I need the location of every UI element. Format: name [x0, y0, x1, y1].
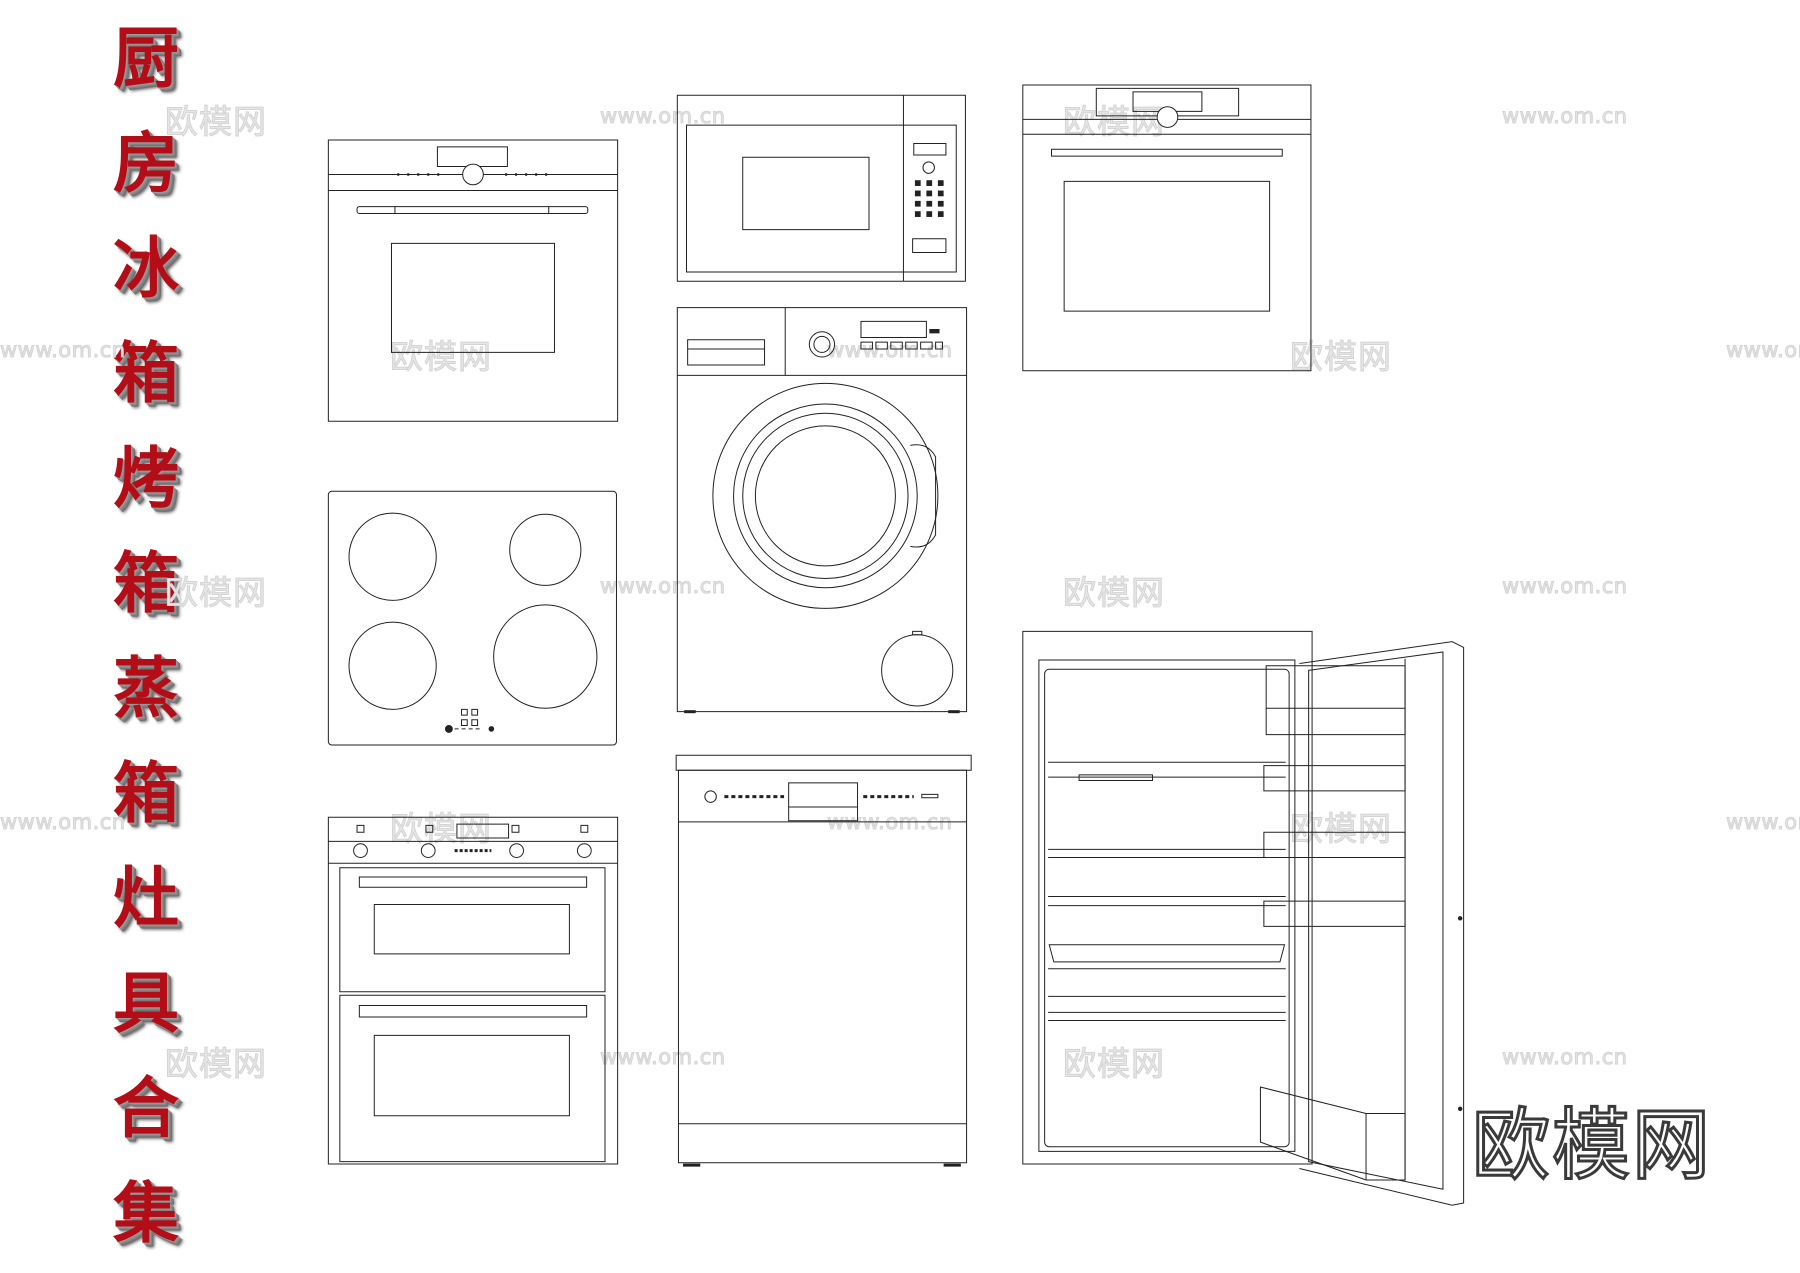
built-in-microwave	[677, 95, 965, 281]
front-load-washing-machine	[677, 308, 966, 712]
dishwasher	[676, 755, 971, 1165]
title-char-9: 灶	[113, 859, 179, 937]
title-char-7: 蒸	[113, 649, 179, 727]
brand-logo: 欧模网	[1470, 1100, 1713, 1193]
title-char-8: 箱	[113, 754, 179, 832]
vertical-title: 厨 房 冰 箱 烤 箱 蒸 箱 灶 具 合 集	[104, 6, 188, 1271]
title-char-12: 集	[113, 1174, 179, 1252]
built-in-oven-top-left	[328, 140, 617, 421]
title-char-10: 具	[113, 964, 179, 1042]
title-char-4: 箱	[113, 334, 179, 412]
title-char-5: 烤	[113, 439, 179, 517]
title-char-2: 房	[113, 124, 179, 202]
title-char-3: 冰	[113, 229, 179, 307]
title-char-1: 厨	[113, 19, 179, 97]
refrigerator-open-door	[1023, 631, 1464, 1205]
double-oven	[328, 817, 617, 1164]
title-char-11: 合	[113, 1069, 179, 1147]
built-in-oven-top-right	[1023, 85, 1311, 371]
induction-hob	[328, 491, 616, 745]
title-char-6: 箱	[113, 544, 179, 622]
